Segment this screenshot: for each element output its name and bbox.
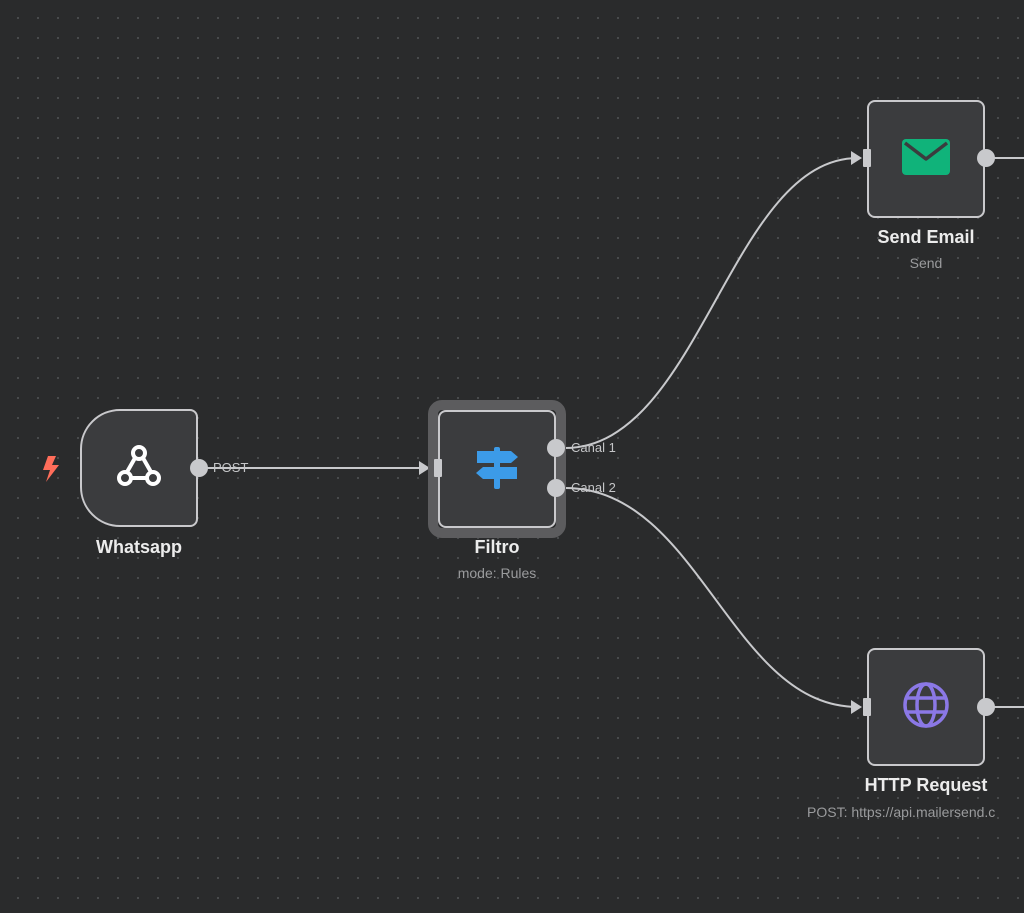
- http-request-node-title: HTTP Request: [864, 775, 988, 795]
- send-email-output-handle[interactable]: [977, 149, 995, 167]
- webhook-icon: [113, 440, 165, 497]
- arrowhead-http-request-input: [851, 700, 862, 714]
- send-email-node-subtitle: Send: [909, 255, 943, 271]
- filtro-output-label-canal-1: Canal 1: [571, 440, 616, 455]
- filtro-selection-ring: [428, 400, 566, 538]
- globe-icon: [901, 680, 951, 735]
- filtro-output-handle-canal-1[interactable]: [547, 439, 565, 457]
- envelope-icon: [901, 138, 951, 181]
- filtro-output-handle-canal-2[interactable]: [547, 479, 565, 497]
- send-email-input-handle[interactable]: [863, 149, 871, 167]
- arrowhead-send-email-input: [851, 151, 862, 165]
- whatsapp-node-title: Whatsapp: [95, 537, 182, 557]
- signpost-icon: [471, 441, 523, 498]
- connection-canal2-to-http-request[interactable]: [564, 487, 859, 708]
- lightning-bolt-icon: [40, 455, 62, 487]
- connection-canal1-to-send-email[interactable]: [564, 157, 859, 449]
- filtro-input-handle[interactable]: [434, 459, 442, 477]
- send-email-node[interactable]: [867, 100, 985, 218]
- whatsapp-node[interactable]: [80, 409, 198, 527]
- http-request-node-subtitle: POST: https://api.mailersend.c: [807, 804, 996, 820]
- send-email-node-title: Send Email: [877, 227, 975, 247]
- http-request-output-handle[interactable]: [977, 698, 995, 716]
- filtro-node-title: Filtro: [474, 537, 520, 557]
- arrowhead-filtro-input: [419, 461, 430, 475]
- whatsapp-output-handle[interactable]: [190, 459, 208, 477]
- http-request-node[interactable]: [867, 648, 985, 766]
- http-request-input-handle[interactable]: [863, 698, 871, 716]
- filtro-output-label-canal-2: Canal 2: [571, 480, 616, 495]
- whatsapp-output-label: POST: [213, 460, 249, 475]
- filtro-node-subtitle: mode: Rules: [457, 565, 537, 581]
- filtro-node[interactable]: [438, 410, 556, 528]
